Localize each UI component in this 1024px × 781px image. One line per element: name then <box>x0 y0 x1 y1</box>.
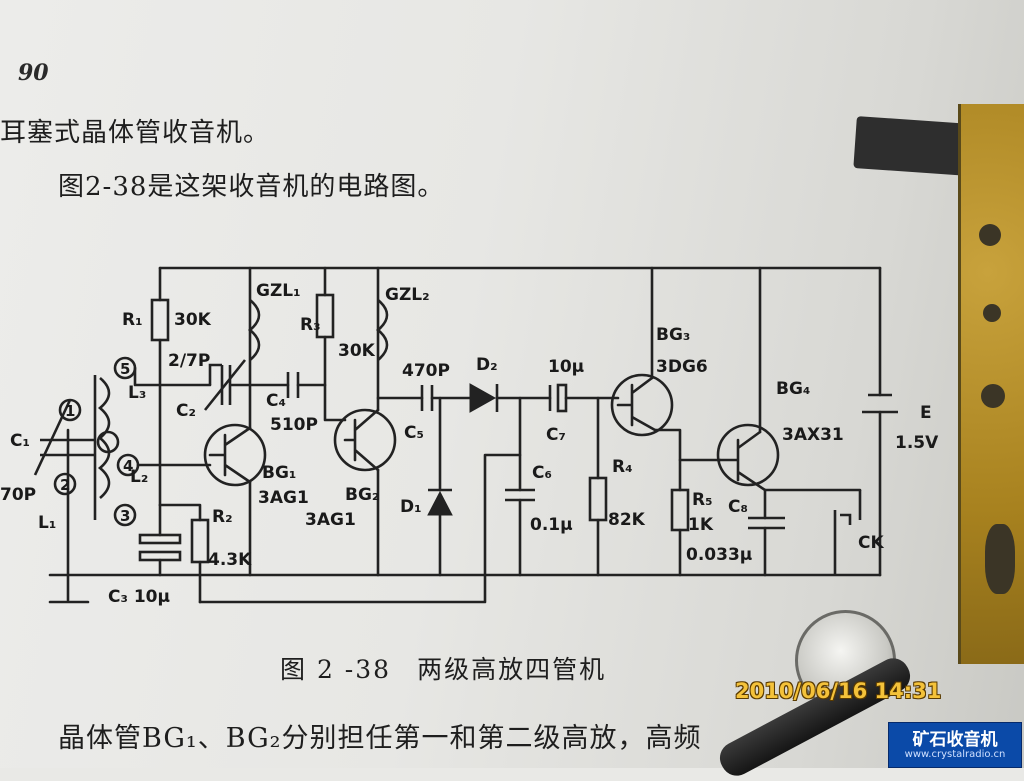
label-c7-value: 10μ <box>548 357 584 377</box>
label-bg2: BG₂ <box>345 485 379 505</box>
photo-timestamp: 2010/06/16 14:31 <box>735 679 942 703</box>
label-c8: C₈ <box>728 497 748 517</box>
label-c6: C₆ <box>532 463 552 483</box>
label-c4: C₄ <box>266 391 286 411</box>
label-bg2-type: 3AG1 <box>305 510 356 530</box>
label-l2: L₂ <box>130 467 148 487</box>
watermark-title: 矿石收音机 <box>912 730 998 750</box>
label-c6-value: 0.1μ <box>530 515 573 535</box>
circuit-board-photo <box>958 104 1024 664</box>
label-gzl2: GZL₂ <box>385 285 430 305</box>
label-bg3-type: 3DG6 <box>656 357 708 377</box>
label-bg1-type: 3AG1 <box>258 488 309 508</box>
label-c1: C₁ <box>10 431 30 451</box>
label-r2: R₂ <box>212 507 233 527</box>
label-r5-value: 1K <box>688 515 714 535</box>
label-r2-value: 4.3K <box>208 550 252 570</box>
label-c4-value: 510P <box>270 415 318 435</box>
label-node5: 5 <box>120 360 130 378</box>
label-c2-value: 2/7P <box>168 351 210 371</box>
label-470p: 470P <box>402 361 450 381</box>
label-bg4: BG₄ <box>776 379 810 399</box>
label-c3: C₃ 10μ <box>108 587 170 607</box>
label-node1: 1 <box>65 402 75 420</box>
label-r1: R₁ <box>122 310 143 330</box>
label-ck: CK <box>858 533 884 553</box>
label-c5: C₅ <box>404 423 424 443</box>
page-number: 90 <box>18 60 49 86</box>
label-bg1: BG₁ <box>262 463 296 483</box>
text-line-bottom: 晶体管BG₁、BG₂分别担任第一和第二级高放，高频 <box>58 723 702 754</box>
label-node3: 3 <box>120 507 130 525</box>
label-e-value: 1.5V <box>895 433 939 453</box>
transistor-bg2 <box>333 408 397 472</box>
label-c8-value: 0.033μ <box>686 545 752 565</box>
label-l3: L₃ <box>128 383 146 403</box>
transistor-bg1 <box>203 423 267 487</box>
label-r1-value: 30K <box>174 310 212 330</box>
label-r3-value: 30K <box>338 341 376 361</box>
label-l1: L₁ <box>38 513 56 533</box>
label-e: E <box>920 403 932 423</box>
label-c7: C₇ <box>546 425 566 445</box>
label-c2: C₂ <box>176 401 196 421</box>
transistor-bg3 <box>610 373 674 437</box>
label-c1-value: 70P <box>0 485 36 505</box>
text-line-2: 图2-38是这架收音机的电路图。 <box>58 172 445 202</box>
label-r5: R₅ <box>692 490 713 510</box>
label-r3: R₃ <box>300 315 321 335</box>
label-bg4-type: 3AX31 <box>782 425 844 445</box>
site-watermark: 矿石收音机 www.crystalradio.cn <box>888 722 1022 768</box>
caption-title: 两级高放四管机 <box>417 655 607 684</box>
label-node4: 4 <box>123 457 133 475</box>
label-d1: D₁ <box>400 497 422 517</box>
figure-caption: 图 2 -38 两级高放四管机 <box>280 650 606 686</box>
text-line-1: 耳塞式晶体管收音机。 <box>0 118 271 148</box>
transistor-bg4 <box>716 423 780 487</box>
label-node2: 2 <box>60 476 70 494</box>
label-bg3: BG₃ <box>656 325 690 345</box>
dark-component-block <box>853 116 972 176</box>
caption-id: 图 2 -38 <box>280 655 392 684</box>
watermark-url: www.crystalradio.cn <box>904 749 1006 760</box>
label-d2: D₂ <box>476 355 498 375</box>
label-r4: R₄ <box>612 457 633 477</box>
label-gzl1: GZL₁ <box>256 281 301 301</box>
label-r4-value: 82K <box>608 510 646 530</box>
